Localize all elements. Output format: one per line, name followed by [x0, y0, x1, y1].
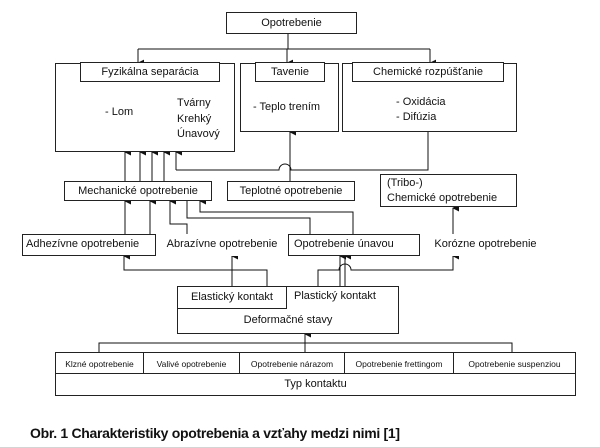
physical-separation-header: Fyzikálna separácia [80, 62, 220, 82]
rolling-wear-box: Valivé opotrebenie [143, 352, 240, 374]
figure-caption: Obr. 1 Charakteristiky opotrebenia a vzť… [30, 425, 400, 441]
sliding-wear-label: Klzné opotrebenie [65, 359, 134, 369]
unavovy-label: Únavový [177, 128, 220, 140]
mechanical-wear-box: Mechanické opotrebenie [64, 181, 212, 201]
elastic-contact-label: Elastický kontakt [191, 291, 273, 303]
friction-heat-label: - Teplo trením [253, 101, 321, 113]
deformation-states-label: Deformačné stavy [243, 314, 333, 326]
diffusion-label: - Difúzia [396, 111, 437, 123]
physical-separation-label: Fyzikálna separácia [101, 66, 199, 78]
impact-wear-label: Opotrebenie nárazom [250, 359, 334, 369]
fretting-wear-box: Opotrebenie frettingom [344, 352, 454, 374]
mechanical-wear-label: Mechanické opotrebenie [78, 185, 198, 197]
impact-wear-box: Opotrebenie nárazom [239, 352, 345, 374]
rolling-wear-label: Valivé opotrebenie [156, 359, 227, 369]
wear-root-label: Opotrebenie [261, 17, 322, 29]
elastic-contact-box: Elastický kontakt [177, 286, 287, 309]
thermal-wear-box: Teplotné opotrebenie [227, 181, 355, 201]
abrasive-wear-box: Abrazívne opotrebenie [155, 234, 289, 256]
fretting-wear-label: Opotrebenie frettingom [355, 359, 443, 369]
melting-label: Tavenie [271, 66, 309, 78]
melting-header: Tavenie [255, 62, 325, 82]
chemical-dissolution-header: Chemické rozpúšťanie [352, 62, 504, 82]
contact-type-label: Typ kontaktu [284, 378, 347, 390]
adhesive-wear-label: Adhezívne opotrebenie [26, 238, 140, 250]
oxidation-label: - Oxidácia [396, 96, 446, 108]
suspension-wear-box: Opotrebenie suspenziou [453, 352, 576, 374]
tribochemical-wear-label: Chemické opotrebenie [387, 192, 498, 204]
tvarny-label: Tvárny [177, 97, 211, 109]
abrasive-wear-label: Abrazívne opotrebenie [166, 238, 278, 250]
chemical-dissolution-label: Chemické rozpúšťanie [373, 66, 483, 78]
corrosive-wear-box: Korózne opotrebenie [419, 234, 551, 256]
wear-root-box: Opotrebenie [226, 12, 357, 34]
suspension-wear-label: Opotrebenie suspenziou [468, 359, 561, 369]
tribochemical-wear-box: (Tribo-) Chemické opotrebenie [380, 174, 517, 207]
krehky-label: Krehký [177, 113, 212, 125]
plastic-contact-label: Plastický kontakt [294, 290, 376, 302]
tribo-prefix-label: (Tribo-) [387, 177, 423, 189]
lom-label: - Lom [105, 106, 134, 118]
fatigue-wear-label: Opotrebenie únavou [294, 238, 394, 250]
thermal-wear-label: Teplotné opotrebenie [239, 185, 343, 197]
corrosive-wear-label: Korózne opotrebenie [434, 238, 537, 250]
sliding-wear-box: Klzné opotrebenie [55, 352, 144, 374]
